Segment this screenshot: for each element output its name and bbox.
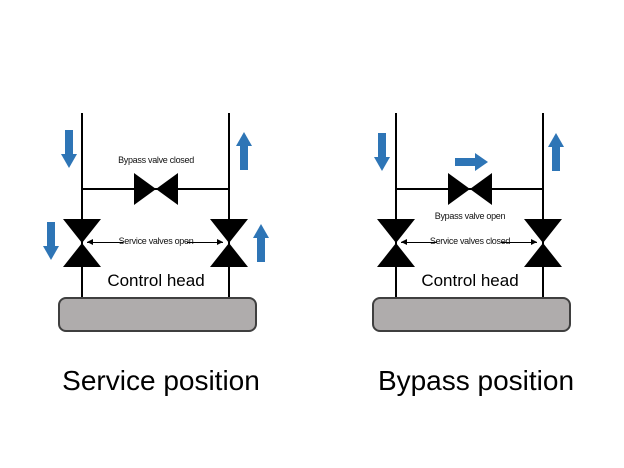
bypass-valve-icon (134, 173, 156, 205)
outlet-pipe (542, 113, 544, 297)
bypass-valve-icon (156, 173, 178, 205)
service-valves-label: Service valves closed (429, 236, 511, 246)
service-valve-outlet-icon (524, 243, 562, 267)
flow-down-arrow-icon (61, 130, 77, 168)
arrow-head (475, 153, 488, 171)
arrow-shaft (65, 130, 73, 155)
bypass-valve-icon (470, 173, 492, 205)
arrow-head (217, 239, 223, 245)
label-arrow-left-icon (401, 239, 437, 246)
bypass-valve-label: Bypass valve closed (118, 155, 194, 165)
flow-right-arrow-icon (455, 153, 488, 171)
control-head (58, 297, 257, 332)
flow-up-arrow-icon (253, 224, 269, 262)
arrow-head (401, 239, 407, 245)
label-arrow-left-icon (87, 239, 123, 246)
inlet-pipe (81, 113, 83, 297)
arrow-line (187, 242, 223, 243)
arrow-head (61, 154, 77, 168)
arrow-line (401, 242, 437, 243)
flow-up-arrow-icon (236, 132, 252, 170)
service-position-diagram: Bypass valve closed Service valves open … (40, 105, 280, 370)
arrow-head (87, 239, 93, 245)
arrow-head (236, 132, 252, 146)
arrow-line (501, 242, 537, 243)
bypass-valve-icon (448, 173, 470, 205)
flow-down-arrow-icon (374, 133, 390, 171)
flow-up-arrow-icon (548, 133, 564, 171)
service-valve-outlet-icon (524, 219, 562, 243)
arrow-shaft (257, 237, 265, 262)
arrow-head (531, 239, 537, 245)
control-head-label: Control head (421, 271, 519, 290)
arrow-head (253, 224, 269, 238)
service-valve-outlet-icon (210, 219, 248, 243)
flow-down-arrow-icon (43, 222, 59, 260)
service-valves-label: Service valves open (118, 236, 194, 246)
arrow-head (374, 157, 390, 171)
outlet-pipe (228, 113, 230, 297)
service-valve-inlet-icon (63, 219, 101, 243)
diagram-title-service: Service position (62, 365, 260, 396)
bypass-position-diagram: Bypass valve open Service valves closed … (354, 105, 594, 370)
arrow-shaft (240, 145, 248, 170)
arrow-line (87, 242, 123, 243)
diagram-title-bypass: Bypass position (377, 365, 575, 396)
arrow-head (43, 246, 59, 260)
arrow-head (548, 133, 564, 147)
bypass-valve-label: Bypass valve open (434, 211, 506, 221)
arrow-shaft (47, 222, 55, 247)
label-arrow-right-icon (501, 239, 537, 246)
service-valve-inlet-icon (377, 243, 415, 267)
arrow-shaft (378, 133, 386, 158)
service-valve-inlet-icon (377, 219, 415, 243)
control-head (372, 297, 571, 332)
arrow-shaft (552, 146, 560, 171)
inlet-pipe (395, 113, 397, 297)
control-head-label: Control head (107, 271, 205, 290)
arrow-shaft (455, 158, 476, 166)
label-arrow-right-icon (187, 239, 223, 246)
service-valve-outlet-icon (210, 243, 248, 267)
service-valve-inlet-icon (63, 243, 101, 267)
